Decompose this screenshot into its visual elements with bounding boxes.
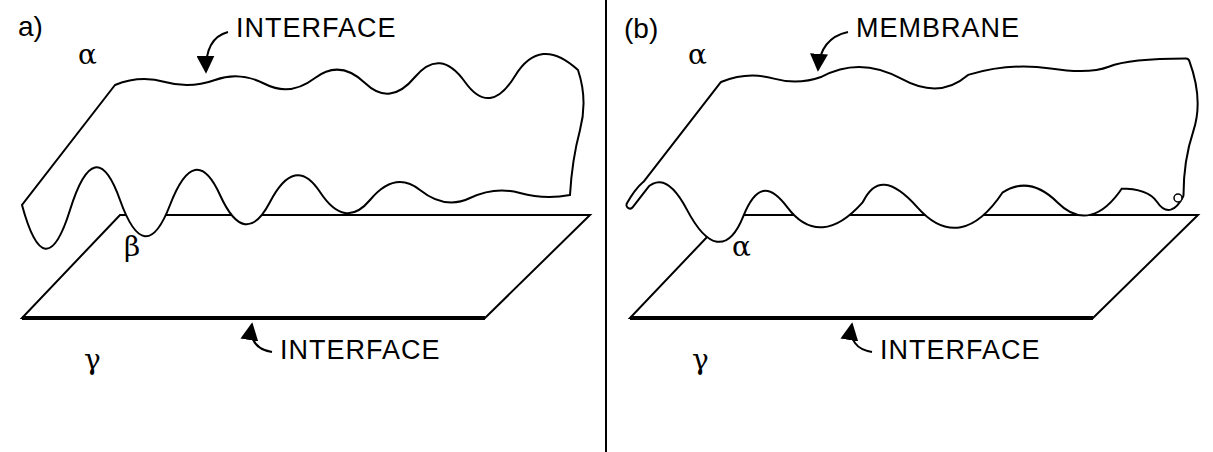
panel-divider bbox=[605, 0, 607, 452]
plane-edge bbox=[630, 316, 1093, 320]
flat-interface bbox=[22, 215, 590, 318]
plane-edge bbox=[22, 316, 485, 320]
interface-label: INTERFACE bbox=[880, 336, 1041, 366]
leader-arrow bbox=[206, 32, 228, 72]
wavy-interface bbox=[22, 54, 584, 249]
leader-arrow bbox=[818, 32, 848, 70]
phase-symbol: γ bbox=[692, 345, 709, 376]
phase-symbol: α bbox=[78, 40, 97, 71]
panel-letter: a) bbox=[18, 12, 43, 43]
leader-arrow bbox=[251, 324, 272, 352]
membrane bbox=[630, 62, 1194, 238]
leader-arrow bbox=[851, 324, 872, 352]
interface-label: INTERFACE bbox=[236, 14, 397, 44]
phase-symbol: β bbox=[124, 232, 140, 263]
phase-symbol: α bbox=[688, 40, 707, 71]
membrane-label: MEMBRANE bbox=[856, 14, 1020, 44]
interface-label: INTERFACE bbox=[280, 336, 441, 366]
phase-symbol: γ bbox=[84, 345, 101, 376]
phase-symbol: α bbox=[732, 232, 751, 263]
panel-letter: (b) bbox=[624, 14, 658, 45]
